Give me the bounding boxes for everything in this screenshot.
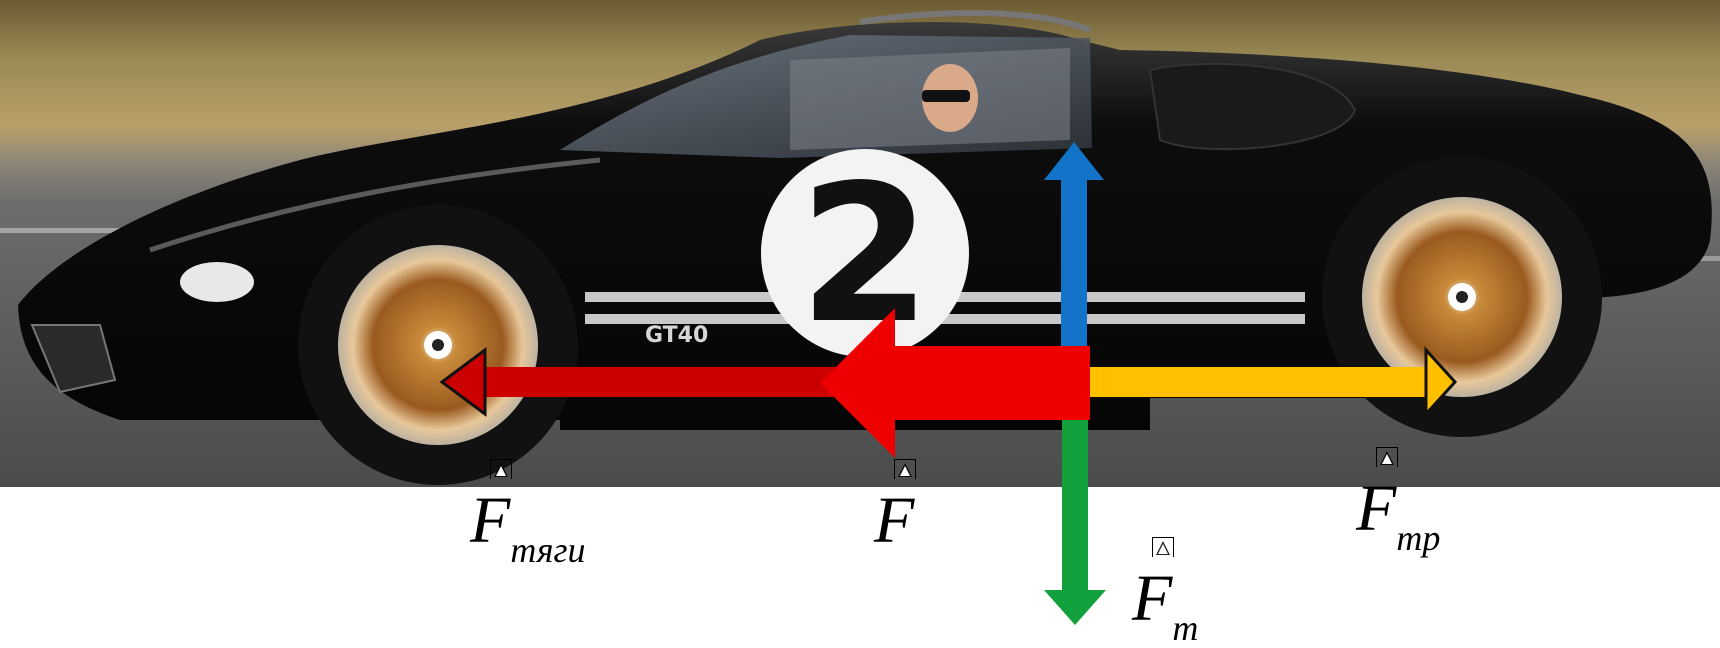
number-roundel [761, 149, 969, 357]
car-badge: GT40 [645, 323, 708, 348]
traction-force-arrow [439, 347, 840, 417]
roof-highlight [859, 9, 1092, 33]
resultant-force-label: F [874, 459, 916, 554]
driver-sunglasses [922, 90, 970, 102]
vector-arrow-icon [894, 459, 916, 479]
normal-force-arrow [1044, 142, 1104, 356]
vector-arrow-icon [1376, 447, 1398, 467]
vector-arrow-icon [1152, 537, 1174, 557]
vector-arrow-icon [490, 459, 512, 479]
traction-force-label: Fтяги [470, 459, 586, 568]
force-diagram: GT40 2 [0, 0, 1720, 625]
front-intake [30, 324, 117, 394]
front-light [180, 262, 254, 302]
resultant-force-arrow [820, 308, 1090, 458]
race-car: GT40 2 [18, 9, 1712, 485]
friction-force-label: Fтр [1356, 447, 1440, 556]
rear-vent [1148, 62, 1357, 151]
gravity-force-arrow [1044, 420, 1106, 625]
front-wheel [298, 205, 578, 485]
car-number: 2 [799, 144, 931, 365]
gravity-force-label: Fт [1132, 537, 1198, 646]
hood-highlight [149, 157, 601, 253]
friction-force-arrow [1090, 346, 1458, 418]
